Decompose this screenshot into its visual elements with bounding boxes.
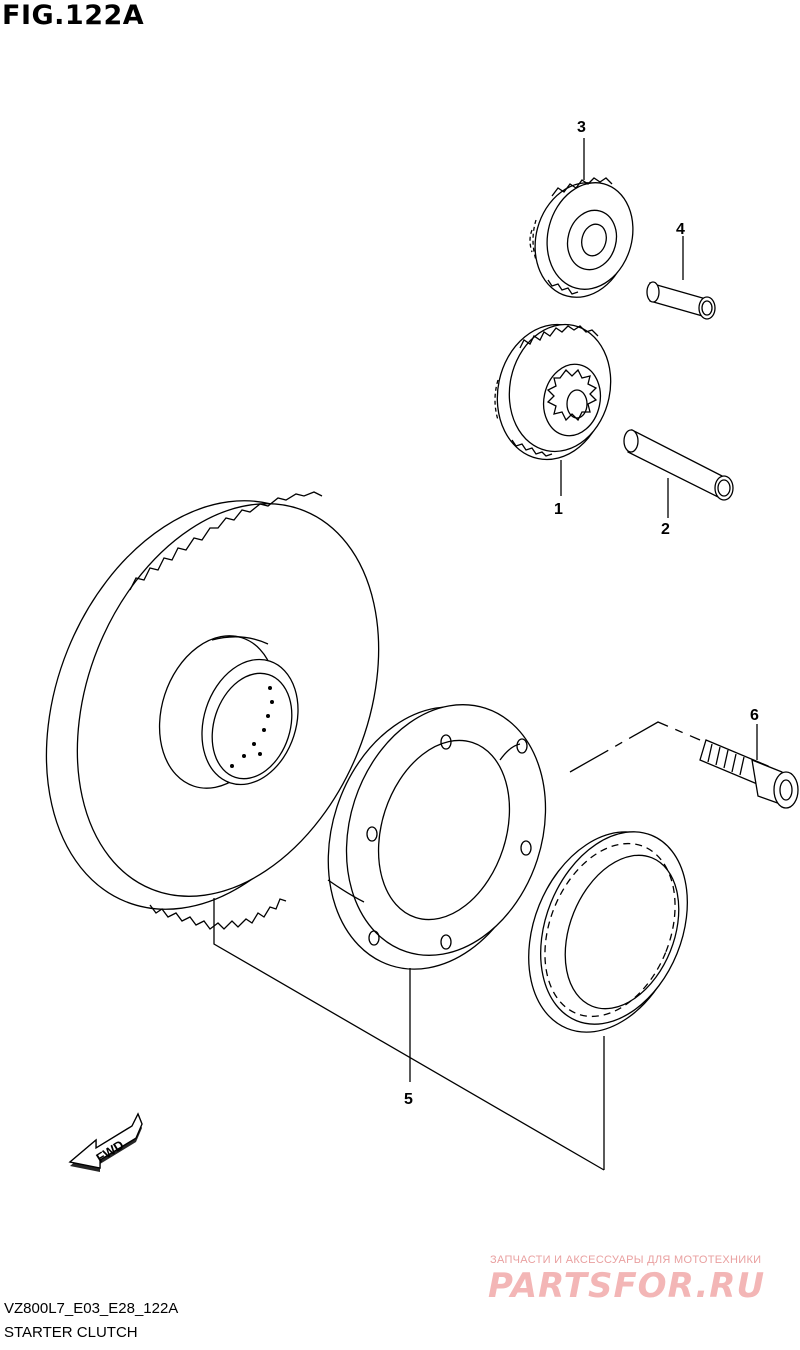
figure-code: VZ800L7_E03_E28_122A [4, 1300, 179, 1317]
watermark-logo: PARTSFOR.RU [488, 1266, 766, 1306]
callout-2: 2 [661, 521, 670, 538]
large-gear[interactable] [0, 453, 434, 957]
gear-3[interactable] [523, 172, 645, 308]
leader-lines [213, 138, 758, 1171]
clutch-body[interactable] [295, 679, 576, 997]
gear-1[interactable] [485, 314, 622, 469]
figure-name: STARTER CLUTCH [4, 1324, 138, 1341]
shaft-2[interactable] [623, 429, 734, 501]
fwd-arrow-icon: FWD [68, 1112, 143, 1172]
callout-3: 3 [577, 119, 586, 136]
watermark-tagline: ЗАПЧАСТИ И АКСЕССУАРЫ ДЛЯ МОТОТЕХНИКИ [490, 1254, 762, 1266]
shaft-4[interactable] [646, 281, 716, 320]
callout-6: 6 [750, 707, 759, 724]
one-way-clutch[interactable] [500, 809, 714, 1056]
callout-5: 5 [404, 1091, 413, 1108]
callout-1: 1 [554, 501, 563, 518]
figure-title: FIG.122A [2, 0, 145, 31]
bolt-6[interactable] [699, 739, 799, 809]
callout-4: 4 [676, 221, 685, 238]
